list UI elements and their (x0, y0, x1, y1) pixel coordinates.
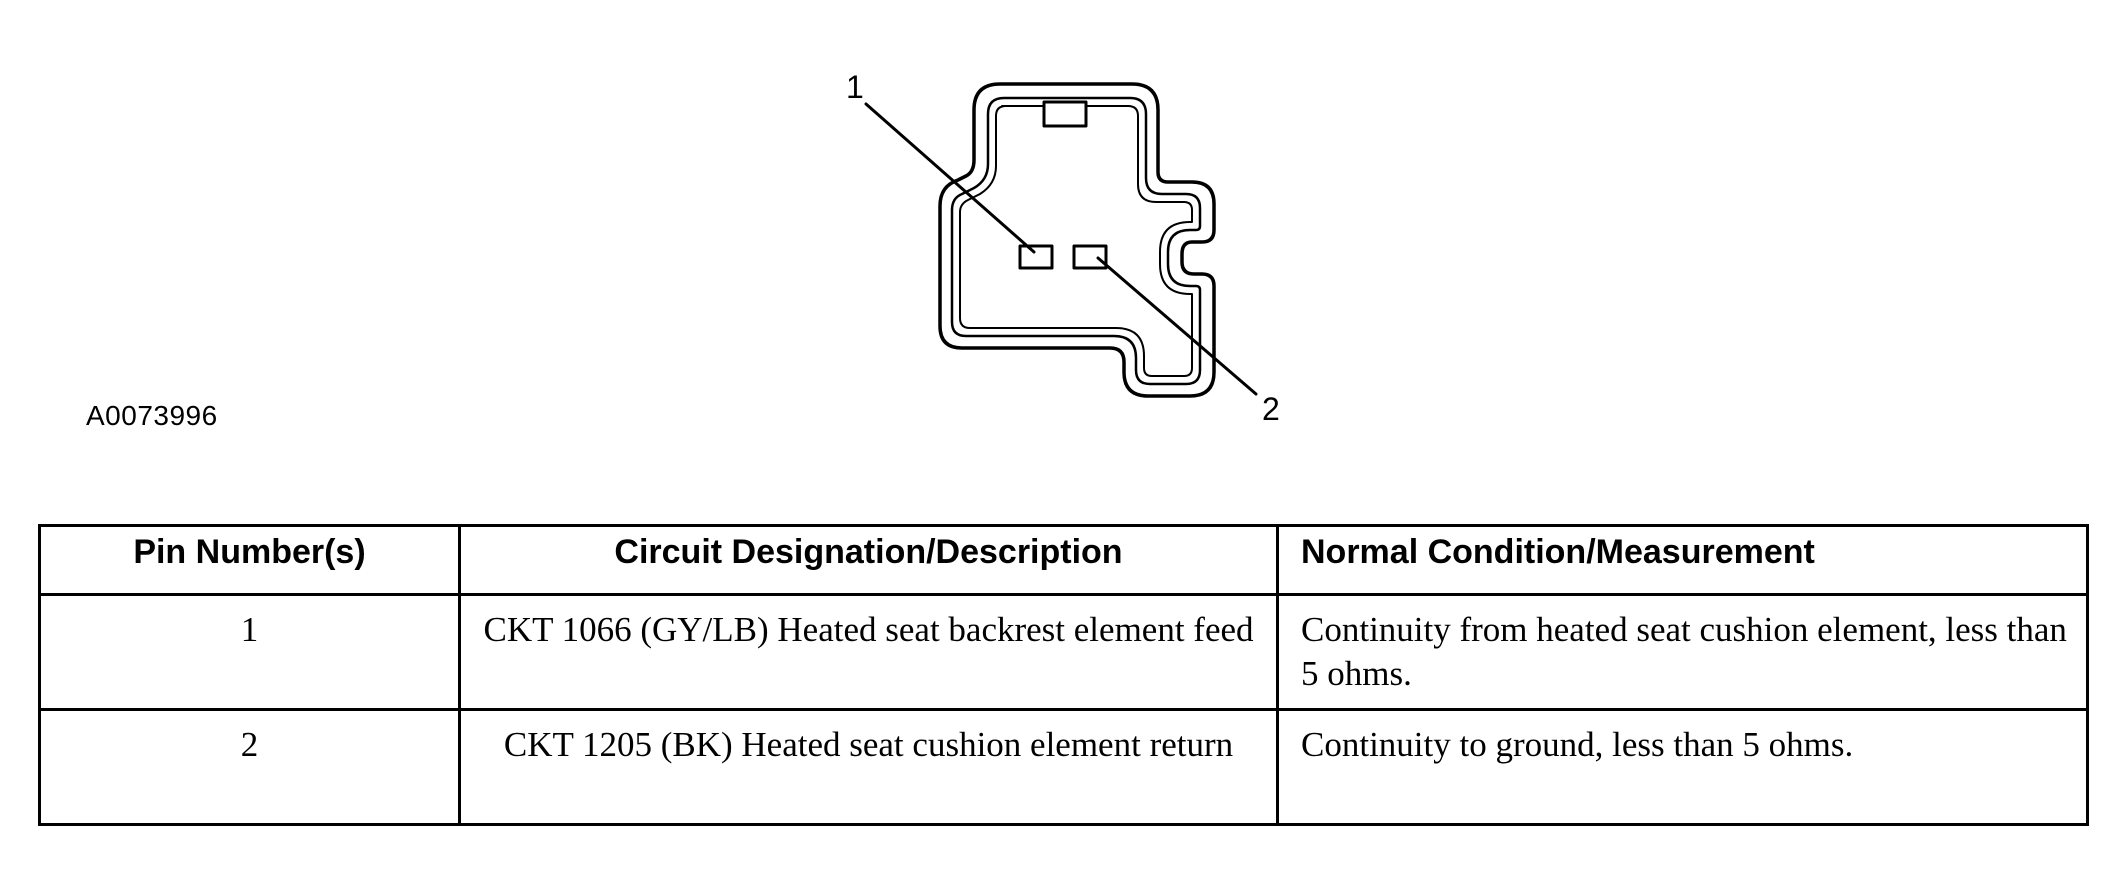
circuit-description-cell: CKT 1066 (GY/LB) Heated seat backrest el… (458, 593, 1279, 711)
header-pin-numbers: Pin Number(s) (38, 524, 461, 596)
pin-number-cell: 1 (38, 593, 461, 711)
header-circuit-description: Circuit Designation/Description (458, 524, 1279, 596)
pin-1-cavity (1018, 244, 1054, 270)
circuit-description-cell: CKT 1205 (BK) Heated seat cushion elemen… (458, 708, 1279, 826)
callout-1-leader (864, 102, 1036, 254)
callout-2-label: 2 (1262, 391, 1280, 427)
connector-diagram: 1 2 A0073996 (86, 69, 1280, 431)
table-row: 1 CKT 1066 (GY/LB) Heated seat backrest … (38, 593, 2089, 711)
pin-2-cavity (1072, 244, 1108, 270)
locking-tab (1042, 100, 1088, 128)
pin-number-cell: 2 (38, 708, 461, 826)
callout-1-label: 1 (846, 69, 864, 105)
figure-id-label: A0073996 (86, 400, 218, 431)
connector-cavity-outline (959, 105, 1193, 377)
connector-inner-outline (950, 96, 1202, 386)
header-normal-condition: Normal Condition/Measurement (1276, 524, 2089, 596)
connector-outer-outline (938, 82, 1216, 398)
condition-cell: Continuity to ground, less than 5 ohms. (1276, 708, 2089, 826)
pin-description-table: Pin Number(s) Circuit Designation/Descri… (38, 524, 2089, 826)
condition-cell: Continuity from heated seat cushion elem… (1276, 593, 2089, 711)
table-row: 2 CKT 1205 (BK) Heated seat cushion elem… (38, 708, 2089, 826)
callout-2-leader (1096, 256, 1258, 396)
table-header-row: Pin Number(s) Circuit Designation/Descri… (38, 524, 2089, 596)
connector-face-drawing: 1 2 (846, 69, 1280, 427)
